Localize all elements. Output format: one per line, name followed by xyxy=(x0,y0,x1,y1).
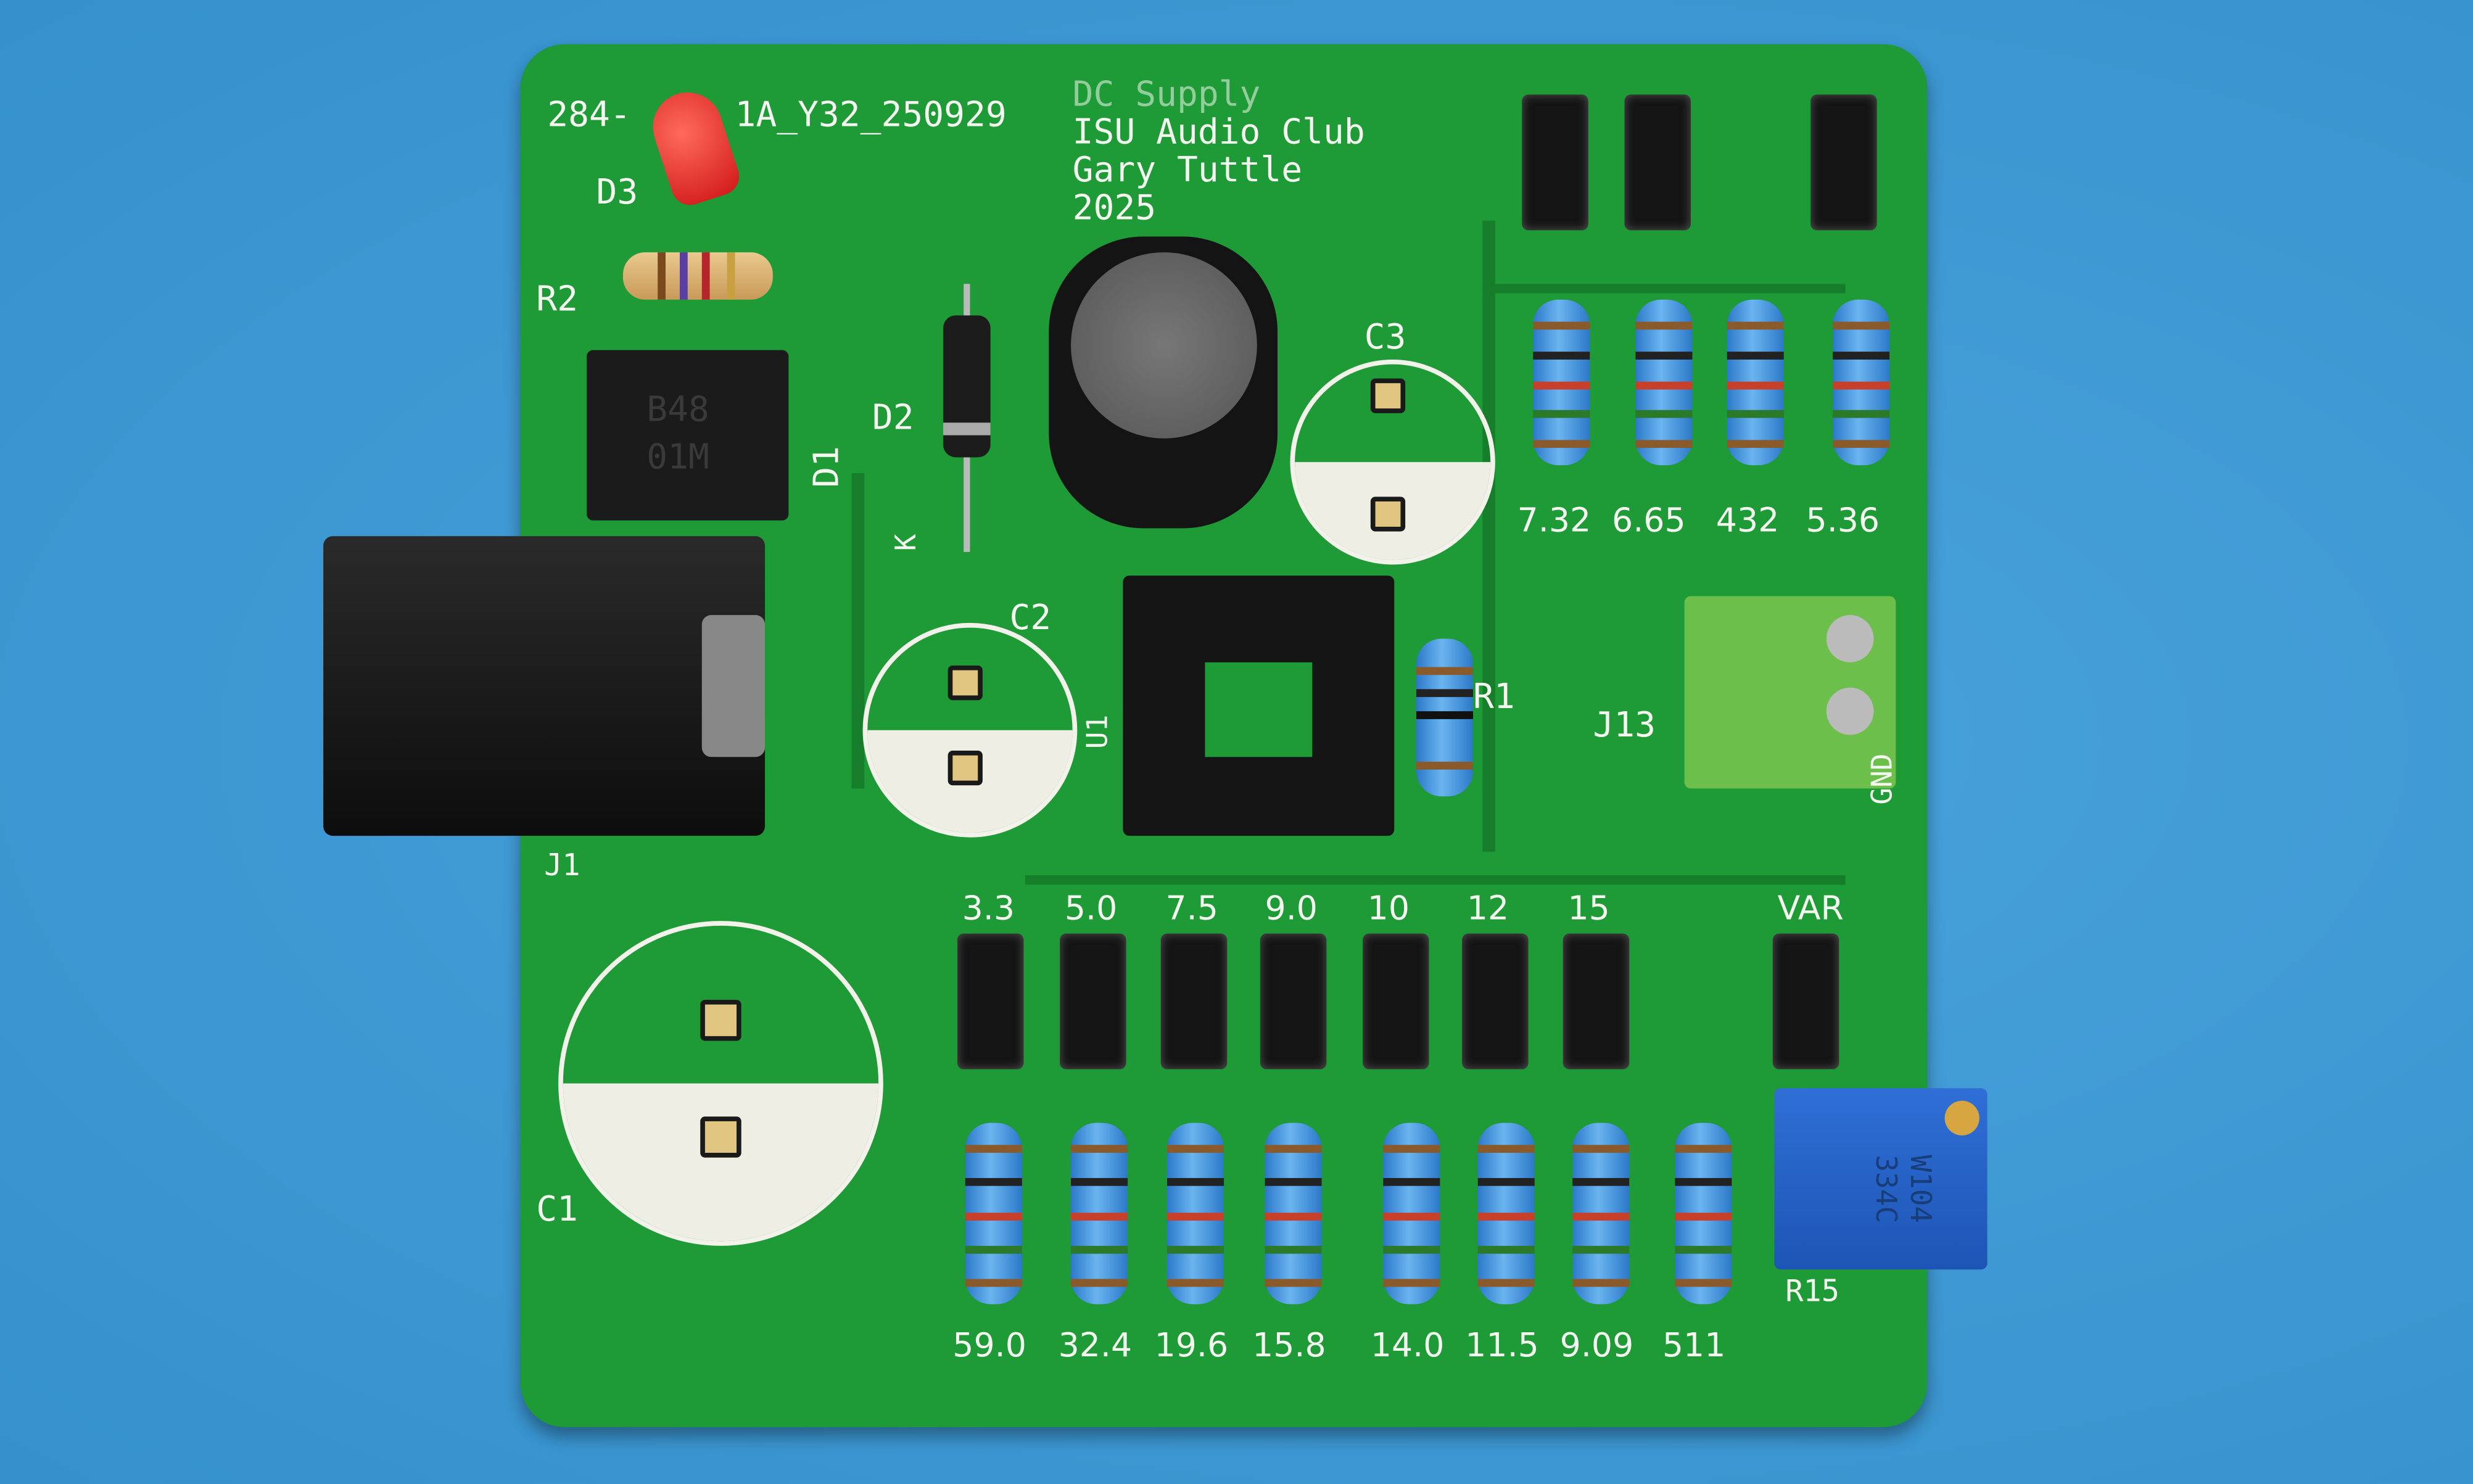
title-line-2: ISU Audio Club xyxy=(1072,113,1365,154)
title-line-4: 2025 xyxy=(1072,189,1157,229)
resistor-value: 511 xyxy=(1662,1326,1726,1364)
pad xyxy=(948,751,983,786)
label-j13: J13 xyxy=(1593,706,1656,746)
resistor-value: 15.8 xyxy=(1252,1326,1326,1364)
inductor-top xyxy=(1071,252,1257,439)
title-line-3: Gary Tuttle xyxy=(1072,151,1303,191)
label-c3: C3 xyxy=(1364,318,1406,358)
label-gnd: GND xyxy=(1866,753,1900,805)
label-d3: D3 xyxy=(596,173,638,213)
resistor-value: 32.4 xyxy=(1058,1326,1133,1364)
jumper-header[interactable] xyxy=(1060,933,1126,1070)
resistor xyxy=(1635,299,1693,466)
resistor xyxy=(1727,299,1784,466)
dc-jack-j1 xyxy=(323,536,766,836)
pad xyxy=(948,665,983,701)
bridge-marking-2: 01M xyxy=(646,438,709,478)
pin-header xyxy=(1624,94,1691,231)
title-line-1: DC Supply xyxy=(1072,75,1261,115)
resistor-value: 5.36 xyxy=(1806,501,1880,540)
label-r15: R15 xyxy=(1785,1274,1840,1309)
pad xyxy=(1370,378,1406,413)
bridge-marking-1: B48 xyxy=(646,391,709,431)
resistor-value: 7.32 xyxy=(1517,501,1592,540)
trace xyxy=(1025,875,1846,885)
adjust-screw-icon[interactable] xyxy=(1944,1100,1980,1136)
jumper-header[interactable] xyxy=(1772,933,1839,1070)
pad xyxy=(1370,497,1406,532)
trace xyxy=(851,473,865,789)
pad xyxy=(700,1000,741,1041)
pin-header xyxy=(1810,94,1877,231)
resistor xyxy=(965,1123,1022,1305)
board-id: 1A_Y32_250929 xyxy=(735,96,1007,136)
label-c2: C2 xyxy=(1009,599,1052,639)
jumper-header[interactable] xyxy=(1563,933,1630,1070)
jumper-label: 10 xyxy=(1367,889,1410,928)
terminal-block-j13 xyxy=(1684,596,1896,789)
label-c1: C1 xyxy=(536,1190,579,1230)
trimpot-marking-2: 334C xyxy=(1868,1155,1902,1224)
diode-d2 xyxy=(943,315,991,458)
label-u1: U1 xyxy=(1081,714,1115,749)
resistor-value: 432 xyxy=(1715,501,1780,540)
label-r1: R1 xyxy=(1473,678,1515,718)
jumper-label: 7.5 xyxy=(1165,889,1218,928)
resistor xyxy=(1675,1123,1732,1305)
resistor-value: 14.0 xyxy=(1370,1326,1445,1364)
jumper-header[interactable] xyxy=(1260,933,1327,1070)
resistor xyxy=(1383,1123,1440,1305)
capacitor-c1-footprint xyxy=(558,921,883,1246)
trace xyxy=(1482,284,1846,294)
inductor xyxy=(1049,236,1278,529)
pin-header xyxy=(1522,94,1588,231)
trimpot-r15[interactable]: W104 334C xyxy=(1774,1088,1988,1270)
resistor-value: 6.65 xyxy=(1612,501,1686,540)
jumper-label: 12 xyxy=(1466,889,1509,928)
jumper-header[interactable] xyxy=(1363,933,1429,1070)
ic-socket-u1 xyxy=(1123,575,1395,836)
capacitor-c2-footprint xyxy=(862,622,1078,838)
jumper-header[interactable] xyxy=(1462,933,1529,1070)
resistor-r1 xyxy=(1416,638,1474,797)
jumper-label: 15 xyxy=(1567,889,1610,928)
resistor xyxy=(1833,299,1890,466)
bridge-rectifier-d1: B48 01M xyxy=(587,350,789,521)
resistor xyxy=(1265,1123,1322,1305)
resistor xyxy=(1572,1123,1630,1305)
jumper-header[interactable] xyxy=(957,933,1024,1070)
board-id-prefix: 284- xyxy=(547,96,631,136)
label-d1: D1 xyxy=(807,445,848,488)
jumper-label: 9.0 xyxy=(1265,889,1318,928)
resistor-value: 19.6 xyxy=(1154,1326,1229,1364)
resistor xyxy=(1477,1123,1535,1305)
jumper-label: VAR xyxy=(1777,889,1844,928)
resistor xyxy=(1071,1123,1128,1305)
jumper-label: 5.0 xyxy=(1064,889,1118,928)
pad xyxy=(700,1116,741,1158)
jumper-label: 3.3 xyxy=(962,889,1015,928)
resistor xyxy=(1533,299,1590,466)
resistor xyxy=(1167,1123,1224,1305)
label-d2: D2 xyxy=(872,398,914,439)
resistor-value: 59.0 xyxy=(952,1326,1026,1364)
resistor-value: 11.5 xyxy=(1465,1326,1539,1364)
resistor-value: 9.09 xyxy=(1559,1326,1634,1364)
resistor-r2 xyxy=(622,252,773,300)
label-r2: R2 xyxy=(536,281,579,321)
label-j1: J1 xyxy=(544,848,580,883)
jumper-header[interactable] xyxy=(1160,933,1228,1070)
trimpot-marking-1: W104 xyxy=(1903,1155,1936,1224)
label-k: K xyxy=(890,534,923,551)
